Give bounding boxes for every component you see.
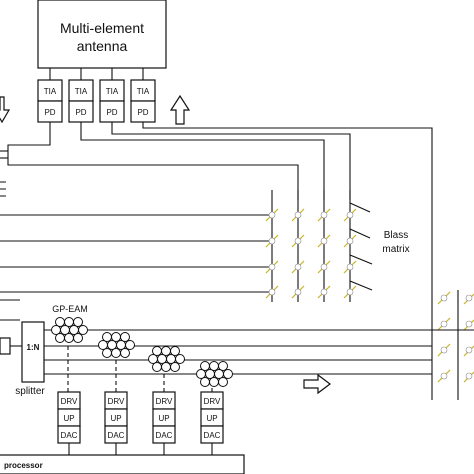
lower-matrix-columns [431, 290, 459, 400]
blass-label-2: matrix [382, 244, 409, 255]
lower-crosspoints [437, 291, 474, 383]
up-label: UP [206, 414, 217, 423]
up-label: UP [110, 414, 121, 423]
drv-label: DRV [156, 397, 173, 406]
pd-label: PD [106, 108, 117, 117]
pd-label: PD [75, 108, 86, 117]
tia-pd-chains: TIA PD TIA PD TIA PD TIA PD [37, 68, 156, 123]
dac-label: DAC [156, 431, 173, 440]
splitter-box [21, 321, 45, 383]
antenna-box [37, 0, 167, 69]
splitter-ratio: 1:N [27, 343, 40, 352]
tia-label: TIA [44, 87, 57, 96]
driver-chain-2: DRV UP DAC [104, 391, 128, 455]
driver-chains: DRV UP DAC DRV UP DAC DRV UP DAC [57, 391, 224, 455]
eam-cluster-2 [98, 332, 135, 358]
chain-2: TIA PD [68, 68, 94, 123]
tia-label: TIA [137, 87, 150, 96]
blass-crosspoints [265, 208, 357, 299]
dac-label: DAC [108, 431, 125, 440]
eam-cluster-1 [51, 317, 88, 343]
antenna-label-1: Multi-element [60, 20, 144, 36]
matrix-columns [271, 190, 351, 302]
eam-label: GP-EAM [52, 304, 88, 314]
matrix-input-rows [0, 214, 272, 293]
chain-3: TIA PD [99, 68, 125, 123]
eam-cluster-3 [148, 346, 185, 372]
driver-chain-4: DRV UP DAC [200, 391, 224, 455]
matrix-output-wires [349, 202, 373, 291]
drv-label: DRV [204, 397, 221, 406]
chain-4: TIA PD [130, 68, 156, 123]
processor-label: processor [4, 461, 43, 470]
up-label: UP [158, 414, 169, 423]
dac-label: DAC [61, 431, 78, 440]
splitter-label: splitter [15, 386, 45, 397]
driver-chain-1: DRV UP DAC [57, 391, 81, 455]
laser-box [0, 337, 11, 355]
right-arrow-icon [303, 373, 331, 395]
dac-label: DAC [204, 431, 221, 440]
down-arrow-icon [0, 96, 11, 124]
tia-label: TIA [75, 87, 88, 96]
chain-1: TIA PD [37, 68, 63, 123]
eam-cluster-4 [196, 361, 233, 387]
pd-label: PD [44, 108, 55, 117]
tia-label: TIA [106, 87, 119, 96]
pd-output-wires [7, 122, 433, 290]
drv-label: DRV [61, 397, 78, 406]
driver-chain-3: DRV UP DAC [152, 391, 176, 455]
up-arrow-icon [169, 94, 191, 125]
up-label: UP [63, 414, 74, 423]
processor-box [0, 454, 245, 474]
pd-label: PD [137, 108, 148, 117]
left-edge-stubs [0, 150, 8, 197]
drv-eam-links [67, 346, 213, 392]
blass-label-1: Blass [384, 230, 408, 241]
drv-label: DRV [108, 397, 125, 406]
antenna-label-2: antenna [77, 38, 128, 54]
